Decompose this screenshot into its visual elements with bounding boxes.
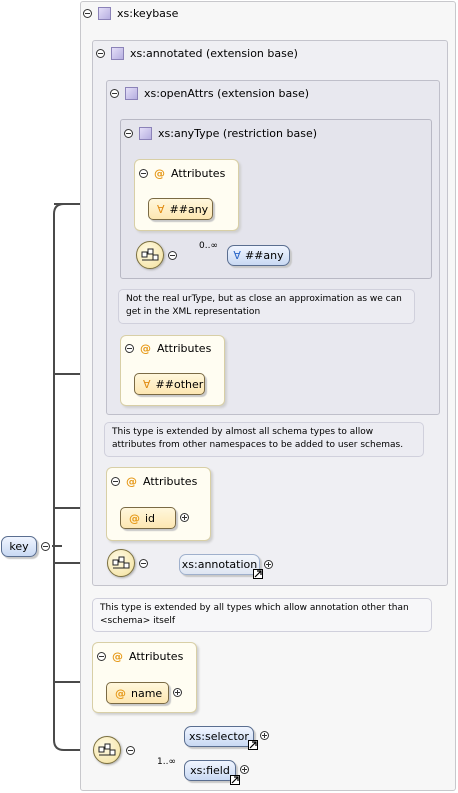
at-sign-icon: @ — [129, 511, 140, 525]
name-attribute-label: name — [131, 686, 163, 700]
other-attribute[interactable]: ∀ ##other — [134, 373, 205, 395]
at-sign-icon: @ — [126, 475, 137, 488]
complex-type-icon — [98, 7, 111, 20]
expand-icon[interactable] — [240, 765, 249, 774]
anytype-documentation: Not the real urType, but as close an app… — [118, 289, 415, 324]
collapse-icon[interactable] — [125, 344, 134, 353]
selector-label: xs:selector — [189, 730, 249, 743]
collapse-icon[interactable] — [41, 542, 50, 551]
annotated-header[interactable]: xs:annotated (extension base) — [96, 47, 298, 60]
field-element[interactable]: xs:field — [184, 760, 236, 781]
sequence-compositor-icon[interactable] — [136, 241, 164, 269]
field-occurrence: 1..∞ — [157, 757, 176, 767]
reference-arrow-glyph — [249, 741, 257, 749]
collapse-icon[interactable] — [139, 169, 148, 178]
anytype-attributes-label: Attributes — [171, 167, 226, 180]
annotated-attributes-header[interactable]: @ Attributes — [111, 475, 197, 488]
field-label: xs:field — [190, 764, 230, 777]
anytype-title: xs:anyType (restriction base) — [158, 127, 318, 140]
any-attribute[interactable]: ∀ ##any — [148, 198, 213, 220]
any-attribute-label: ##any — [169, 202, 209, 216]
keybase-header[interactable]: xs:keybase — [83, 7, 178, 20]
collapse-icon[interactable] — [110, 89, 119, 98]
sequence-glyph — [141, 248, 159, 261]
openattrs-attributes-label: Attributes — [157, 342, 212, 355]
at-sign-icon: @ — [112, 650, 123, 663]
openattrs-header[interactable]: xs:openAttrs (extension base) — [110, 87, 309, 100]
any-element[interactable]: ∀ ##any — [227, 245, 290, 266]
annotated-documentation: This type is extended by all types which… — [92, 598, 432, 632]
reference-arrow-glyph — [254, 570, 262, 578]
annotated-title: xs:annotated (extension base) — [130, 47, 298, 60]
complex-type-icon — [139, 127, 152, 140]
forall-icon: ∀ — [157, 202, 165, 216]
reference-arrow-glyph — [231, 776, 239, 784]
reference-arrow-icon[interactable] — [230, 775, 240, 785]
forall-icon: ∀ — [233, 249, 241, 262]
openattrs-documentation: This type is extended by almost all sche… — [104, 422, 424, 457]
anytype-header[interactable]: xs:anyType (restriction base) — [124, 127, 317, 140]
complex-type-icon — [111, 47, 124, 60]
annotated-attributes-label: Attributes — [143, 475, 198, 488]
sequence-glyph — [112, 556, 130, 569]
collapse-icon[interactable] — [96, 49, 105, 58]
reference-arrow-icon[interactable] — [253, 569, 263, 579]
forall-icon: ∀ — [143, 377, 151, 391]
keybase-title: xs:keybase — [117, 7, 179, 20]
collapse-icon[interactable] — [139, 559, 148, 568]
at-sign-icon: @ — [140, 342, 151, 355]
collapse-icon[interactable] — [168, 251, 177, 260]
anytype-attributes-header[interactable]: @ Attributes — [139, 167, 225, 180]
sequence-compositor-icon[interactable] — [93, 736, 121, 764]
annotation-element[interactable]: xs:annotation — [179, 554, 260, 575]
root-element-key[interactable]: key — [1, 536, 37, 557]
name-attribute[interactable]: @ name — [106, 682, 169, 704]
expand-icon[interactable] — [264, 560, 273, 569]
openattrs-attributes-header[interactable]: @ Attributes — [125, 342, 211, 355]
expand-icon[interactable] — [173, 688, 182, 697]
complex-type-icon — [125, 87, 138, 100]
selector-element[interactable]: xs:selector — [184, 726, 254, 747]
reference-arrow-icon[interactable] — [248, 740, 258, 750]
expand-icon[interactable] — [260, 731, 269, 740]
annotation-label: xs:annotation — [181, 558, 258, 571]
root-label: key — [9, 540, 29, 553]
any-element-occurrence: 0..∞ — [199, 241, 218, 251]
sequence-glyph — [98, 743, 116, 756]
expand-icon[interactable] — [180, 513, 189, 522]
any-element-label: ##any — [244, 249, 284, 262]
sequence-compositor-icon[interactable] — [107, 549, 135, 577]
at-sign-icon: @ — [115, 686, 126, 700]
id-attribute-label: id — [145, 511, 156, 525]
other-attribute-label: ##other — [155, 377, 204, 391]
keybase-attributes-label: Attributes — [129, 650, 184, 663]
collapse-icon[interactable] — [97, 652, 106, 661]
collapse-icon[interactable] — [111, 477, 120, 486]
openattrs-title: xs:openAttrs (extension base) — [144, 87, 310, 100]
id-attribute[interactable]: @ id — [120, 507, 176, 529]
at-sign-icon: @ — [154, 167, 165, 180]
keybase-attributes-header[interactable]: @ Attributes — [97, 650, 183, 663]
collapse-icon[interactable] — [126, 746, 135, 755]
collapse-icon[interactable] — [124, 129, 133, 138]
collapse-icon[interactable] — [83, 9, 92, 18]
